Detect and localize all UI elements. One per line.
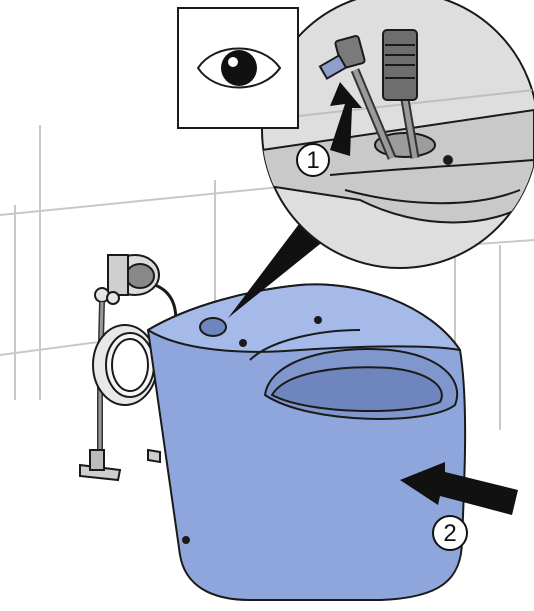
toilet-bowl <box>148 284 465 600</box>
magnified-detail <box>262 0 534 268</box>
step-1-label: 1 <box>306 147 319 174</box>
step-2-label: 2 <box>443 520 456 547</box>
inspection-box <box>178 8 298 128</box>
step-1-callout: 1 <box>297 144 329 176</box>
step-2-callout: 2 <box>433 516 467 550</box>
